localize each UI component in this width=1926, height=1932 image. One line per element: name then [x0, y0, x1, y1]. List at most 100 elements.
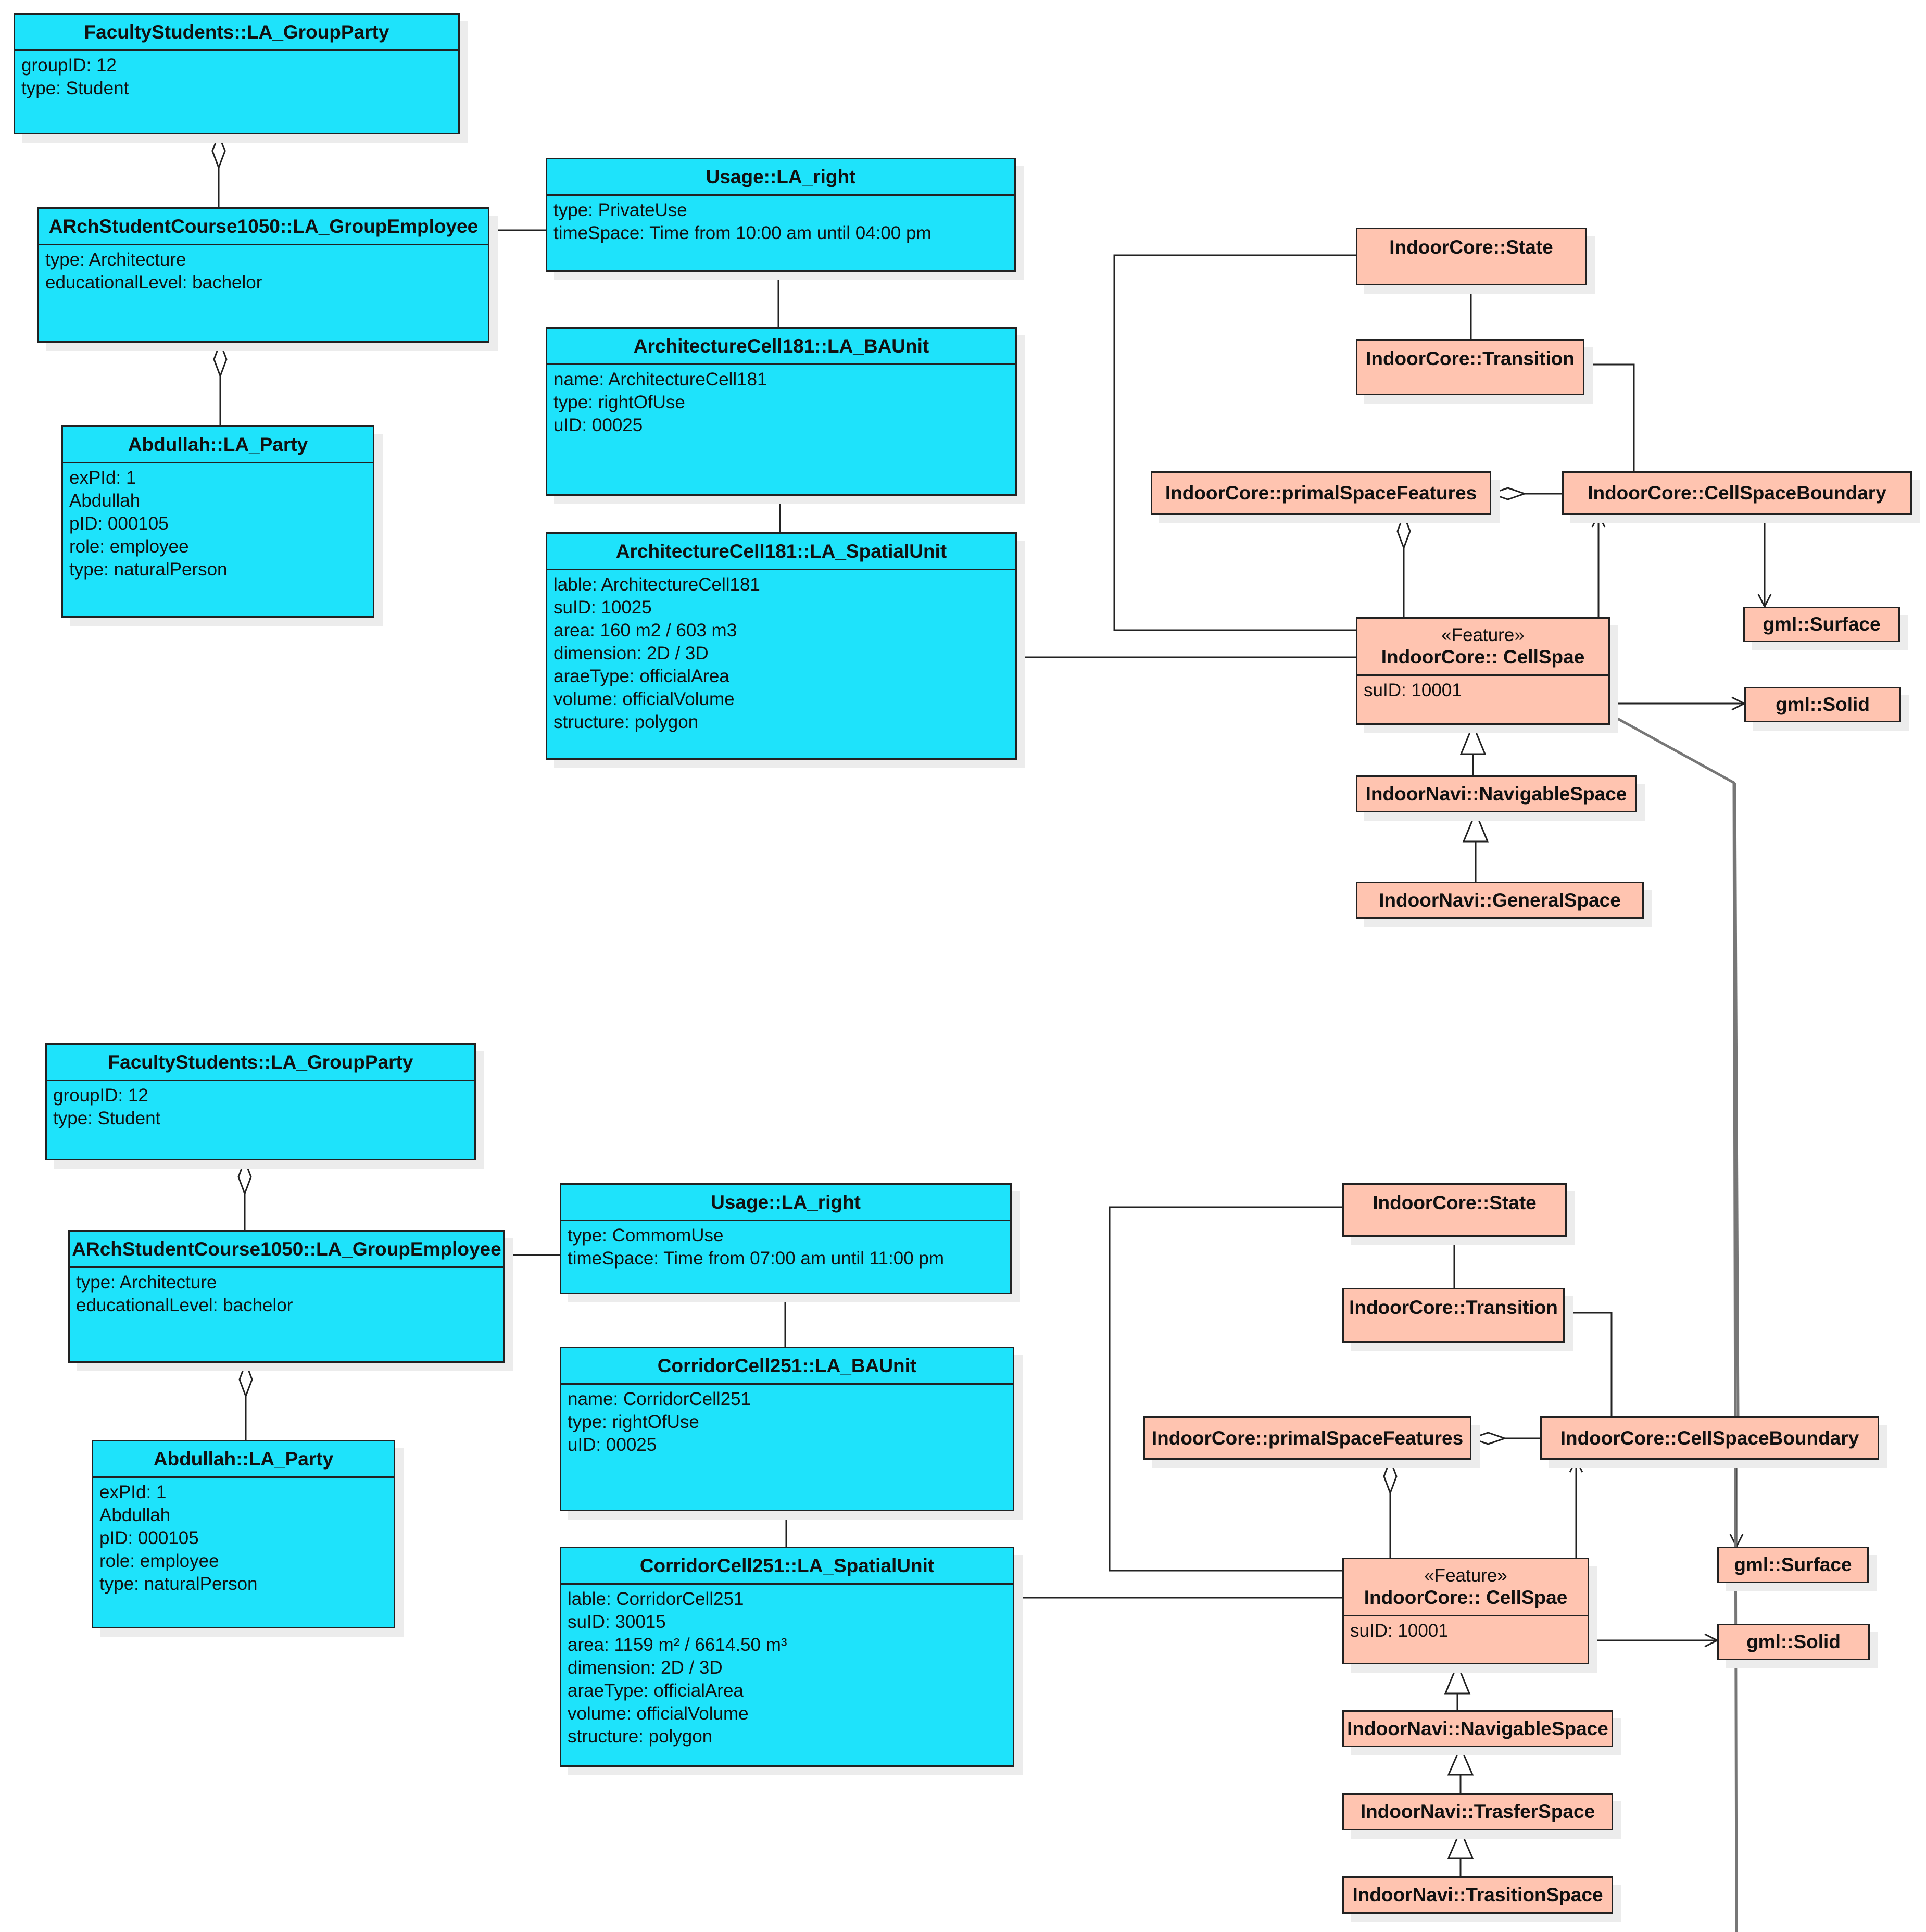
top-generalization-arrow-1: [1459, 723, 1487, 755]
class-attribute: type: naturalPerson: [69, 559, 228, 580]
top-cellspace-class[interactable]: «Feature» IndoorCore:: CellSpae suID: 10…: [1356, 617, 1610, 725]
class-attribute: timeSpace: Time from 10:00 am until 04:0…: [553, 223, 931, 243]
bottom-trasition-space-class[interactable]: IndoorNavi::TrasitionSpace: [1342, 1876, 1613, 1914]
bottom-cell-space-boundary-class[interactable]: IndoorCore::CellSpaceBoundary: [1540, 1416, 1879, 1460]
class-attribute: volume: officialVolume: [553, 689, 735, 709]
bottom-party-class[interactable]: Abdullah::LA_Party exPId: 1 Abdullah pID…: [92, 1440, 395, 1628]
class-attribute: suID: 10025: [553, 597, 652, 618]
top-aggregation-diamond-2: [213, 340, 228, 379]
bottom-primal-space-features-class[interactable]: IndoorCore::primalSpaceFeatures: [1143, 1416, 1471, 1460]
class-attribute: area: 1159 m² / 6614.50 m³: [568, 1635, 787, 1655]
class-title: IndoorCore::Transition: [1349, 1297, 1558, 1318]
class-title: CorridorCell251::LA_SpatialUnit: [561, 1548, 1013, 1585]
class-attribute: area: 160 m2 / 603 m3: [553, 620, 737, 641]
class-title: IndoorCore::CellSpaceBoundary: [1560, 1427, 1859, 1449]
class-attribute: name: ArchitectureCell181: [553, 369, 767, 390]
class-title: IndoorNavi::NavigableSpace: [1365, 783, 1627, 805]
class-attribute: type: rightOfUse: [568, 1412, 699, 1432]
top-spatial-unit-class[interactable]: ArchitectureCell181::LA_SpatialUnit labl…: [546, 532, 1017, 760]
class-attribute: suID: 10001: [1350, 1621, 1449, 1641]
top-cell-space-boundary-class[interactable]: IndoorCore::CellSpaceBoundary: [1562, 471, 1912, 515]
top-primal-space-features-class[interactable]: IndoorCore::primalSpaceFeatures: [1151, 471, 1491, 515]
top-transition-class[interactable]: IndoorCore::Transition: [1356, 339, 1584, 395]
top-aggregation-diamond-4: [1396, 512, 1411, 550]
top-group-employee-class[interactable]: ARchStudentCourse1050::LA_GroupEmployee …: [37, 207, 489, 343]
class-attribute: timeSpace: Time from 07:00 am until 11:0…: [568, 1248, 945, 1269]
top-baunit-class[interactable]: ArchitectureCell181::LA_BAUnit name: Arc…: [546, 327, 1017, 496]
class-title: IndoorCore:: CellSpae: [1381, 646, 1585, 668]
class-title: IndoorNavi::GeneralSpace: [1379, 889, 1621, 911]
class-attribute: type: PrivateUse: [553, 200, 687, 220]
bottom-surface-class[interactable]: gml::Surface: [1717, 1547, 1869, 1583]
class-attribute: Abdullah: [99, 1505, 171, 1525]
class-attribute: type: naturalPerson: [99, 1574, 258, 1594]
class-attribute: name: CorridorCell251: [568, 1389, 751, 1409]
class-title: CorridorCell251::LA_BAUnit: [561, 1348, 1013, 1385]
class-title: gml::Solid: [1746, 1631, 1841, 1652]
class-attribute: structure: polygon: [553, 712, 699, 732]
class-header: «Feature» IndoorCore:: CellSpae: [1344, 1559, 1588, 1616]
class-title: Usage::LA_right: [561, 1185, 1010, 1221]
top-general-space-class[interactable]: IndoorNavi::GeneralSpace: [1356, 882, 1644, 919]
bottom-baunit-class[interactable]: CorridorCell251::LA_BAUnit name: Corrido…: [560, 1347, 1014, 1511]
top-solid-class[interactable]: gml::Solid: [1744, 687, 1901, 722]
class-attribute: exPId: 1: [69, 468, 136, 488]
bottom-transition-boundary-link: [1564, 1312, 1613, 1417]
class-header: «Feature» IndoorCore:: CellSpae: [1357, 619, 1608, 676]
class-attribute: type: rightOfUse: [553, 392, 685, 412]
class-attribute: groupID: 12: [21, 55, 117, 76]
bottom-cellspace-class[interactable]: «Feature» IndoorCore:: CellSpae suID: 10…: [1342, 1558, 1589, 1664]
bottom-group-employee-class[interactable]: ARchStudentCourse1050::LA_GroupEmployee …: [68, 1230, 505, 1363]
class-title: gml::Solid: [1776, 694, 1870, 715]
class-title: IndoorCore::CellSpaceBoundary: [1588, 482, 1886, 504]
top-party-class[interactable]: Abdullah::LA_Party exPId: 1 Abdullah pID…: [61, 425, 374, 618]
top-group-party-class[interactable]: FacultyStudents::LA_GroupParty groupID: …: [14, 13, 460, 134]
top-state-cellspace-link: [1113, 254, 1356, 631]
bottom-state-cellspace-link: [1109, 1206, 1342, 1572]
top-aggregation-diamond-3: [1489, 487, 1527, 500]
bottom-generalization-arrow-1: [1444, 1662, 1471, 1695]
class-title: FacultyStudents::LA_GroupParty: [47, 1045, 474, 1081]
class-title: Abdullah::LA_Party: [93, 1441, 394, 1478]
bottom-navigable-space-class[interactable]: IndoorNavi::NavigableSpace: [1342, 1710, 1613, 1747]
class-title: IndoorCore::State: [1389, 236, 1553, 258]
class-attribute: suID: 10001: [1364, 680, 1462, 700]
top-right-class[interactable]: Usage::LA_right type: PrivateUse timeSpa…: [546, 158, 1016, 272]
cross-diagram-link-end: [1733, 782, 1740, 1418]
class-attribute: suID: 30015: [568, 1612, 666, 1632]
bottom-solid-class[interactable]: gml::Solid: [1717, 1624, 1870, 1660]
bottom-transition-class[interactable]: IndoorCore::Transition: [1342, 1288, 1565, 1343]
class-title: IndoorCore::primalSpaceFeatures: [1151, 1427, 1464, 1449]
class-title: ARchStudentCourse1050::LA_GroupEmployee: [70, 1232, 503, 1268]
top-surface-class[interactable]: gml::Surface: [1743, 607, 1900, 642]
bottom-group-party-class[interactable]: FacultyStudents::LA_GroupParty groupID: …: [45, 1043, 476, 1160]
class-title: gml::Surface: [1734, 1554, 1852, 1575]
bottom-generalization-arrow-2: [1447, 1745, 1474, 1776]
bottom-spatial-unit-class[interactable]: CorridorCell251::LA_SpatialUnit lable: C…: [560, 1547, 1014, 1767]
class-attribute: type: Architecture: [76, 1272, 217, 1293]
class-attribute: lable: ArchitectureCell181: [553, 574, 760, 595]
class-attribute: type: Architecture: [45, 249, 186, 270]
class-attribute: volume: officialVolume: [568, 1703, 749, 1724]
top-navigable-space-class[interactable]: IndoorNavi::NavigableSpace: [1356, 775, 1637, 812]
top-generalization-arrow-2: [1462, 810, 1489, 843]
class-title: IndoorCore::primalSpaceFeatures: [1165, 482, 1477, 504]
bottom-right-class[interactable]: Usage::LA_right type: CommomUse timeSpac…: [560, 1183, 1012, 1294]
class-attribute: lable: CorridorCell251: [568, 1589, 744, 1609]
class-title: IndoorNavi::NavigableSpace: [1347, 1717, 1608, 1739]
class-title: ArchitectureCell181::LA_BAUnit: [547, 329, 1015, 365]
top-state-class[interactable]: IndoorCore::State: [1356, 228, 1587, 285]
bottom-state-class[interactable]: IndoorCore::State: [1342, 1183, 1567, 1237]
class-title: ArchitectureCell181::LA_SpatialUnit: [547, 534, 1015, 570]
class-attribute: uID: 00025: [553, 415, 643, 435]
bottom-trasfer-space-class[interactable]: IndoorNavi::TrasferSpace: [1342, 1793, 1613, 1830]
class-attribute: uID: 00025: [568, 1435, 657, 1455]
class-attribute: groupID: 12: [53, 1085, 148, 1106]
class-title: IndoorNavi::TrasferSpace: [1360, 1801, 1595, 1822]
class-attribute: dimension: 2D / 3D: [553, 643, 709, 663]
class-attribute: type: CommomUse: [568, 1225, 724, 1246]
class-attribute: Abdullah: [69, 491, 141, 511]
class-attribute: role: employee: [69, 536, 189, 557]
class-title: IndoorCore::State: [1373, 1192, 1537, 1213]
